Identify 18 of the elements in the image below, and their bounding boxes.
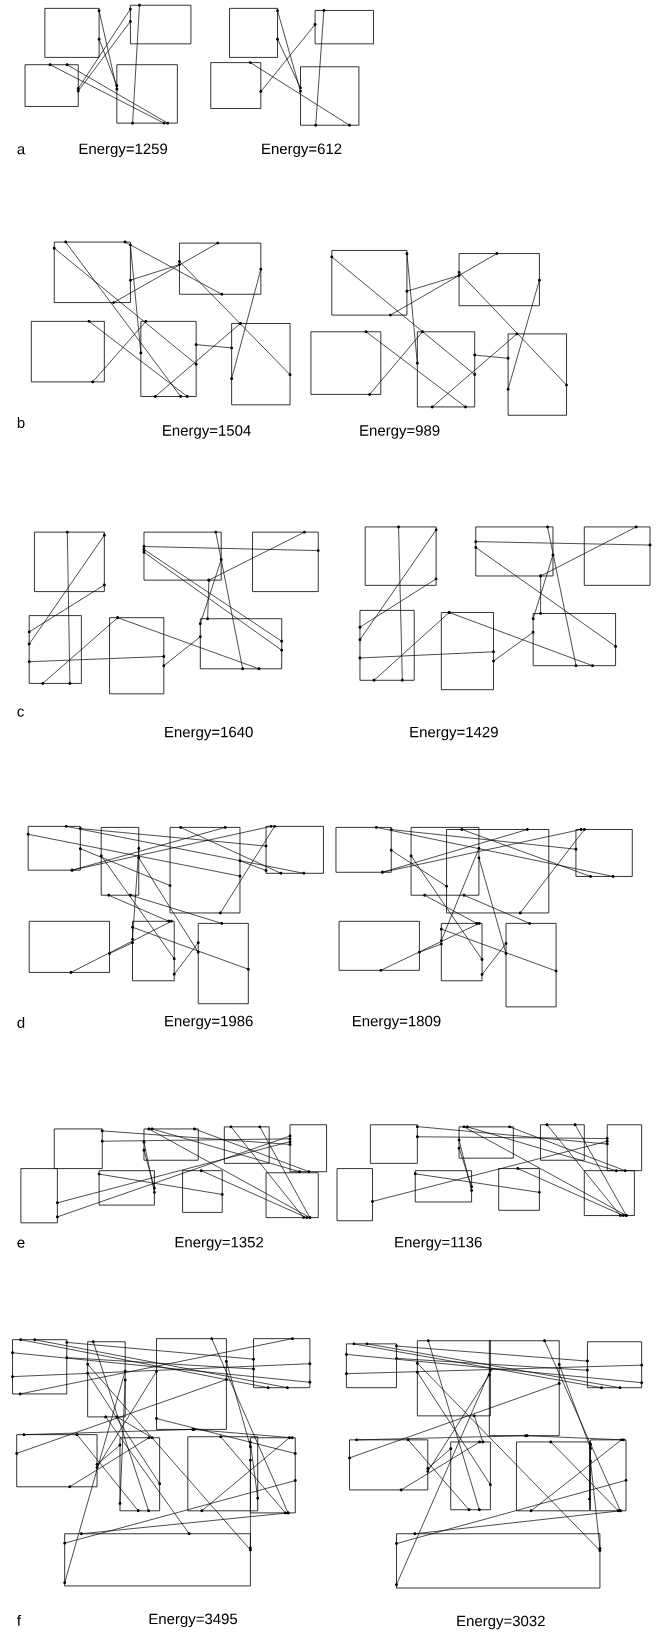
- panel-letter: d: [17, 1017, 24, 1028]
- panel-letter: e: [17, 1239, 25, 1248]
- energy-label: Energy=1504: [162, 425, 251, 439]
- energy-label: Energy=1136: [395, 1236, 482, 1251]
- energy-label: Energy=1429: [410, 726, 498, 741]
- energy-label: Energy=1352: [175, 1236, 263, 1251]
- panel-letter: a: [17, 146, 25, 155]
- energy-label: Energy=1809: [352, 1015, 441, 1030]
- energy-label: Energy=3032: [457, 1615, 545, 1630]
- energy-label: Energy=1640: [164, 726, 253, 741]
- energy-label: Energy=1259: [79, 143, 167, 158]
- panel-letter: c: [17, 708, 24, 717]
- panel-letter: f: [16, 1614, 21, 1626]
- panel-letter: b: [17, 417, 25, 429]
- energy-label: Energy=1986: [164, 1015, 253, 1030]
- energy-label: Energy=612: [262, 143, 342, 158]
- energy-label: Energy=3495: [149, 1613, 237, 1628]
- energy-label: Energy=989: [360, 425, 440, 439]
